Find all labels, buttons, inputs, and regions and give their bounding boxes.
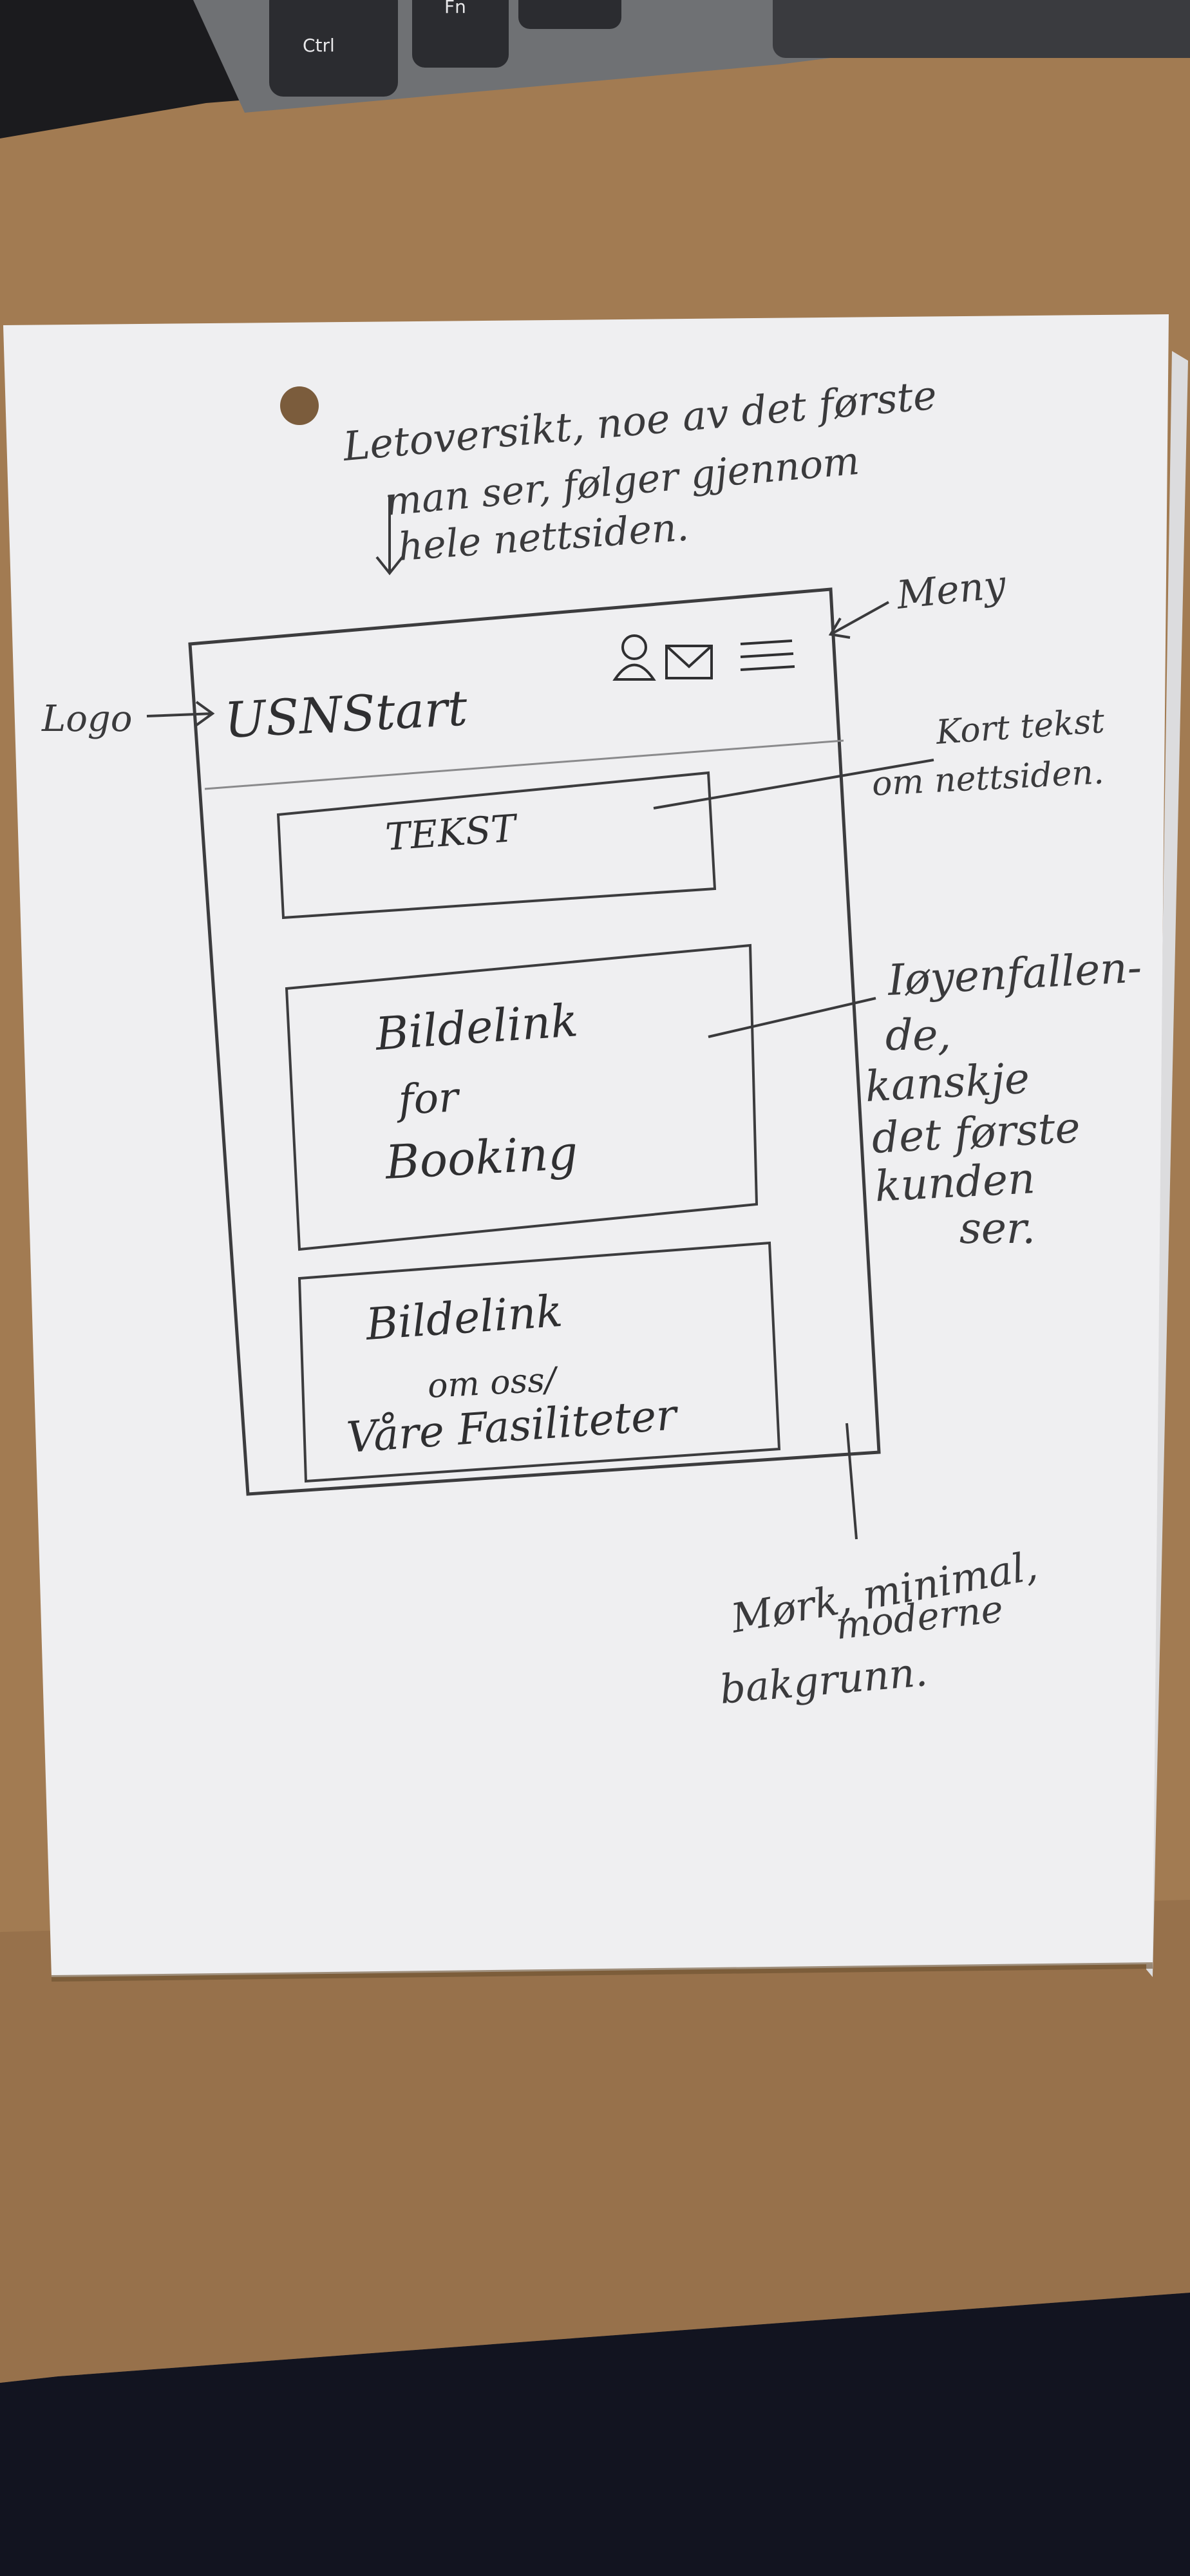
eye-catcher-line-5: kunden bbox=[874, 1153, 1037, 1211]
cardboard-shade bbox=[0, 1900, 1190, 2383]
paper-shadow bbox=[51, 1962, 1153, 1982]
booking-card bbox=[285, 943, 759, 1251]
menu-arrow bbox=[828, 601, 889, 639]
menu-annotation: Meny bbox=[828, 562, 1008, 639]
sketch-logo-text: USNStart bbox=[223, 679, 469, 749]
about-card-line-1: Bildelink bbox=[363, 1286, 564, 1350]
about-card bbox=[298, 1241, 781, 1483]
keyboard-key-ctrl-label: Ctrl bbox=[303, 35, 335, 56]
eye-catcher-line-6: ser. bbox=[959, 1204, 1035, 1253]
short-text-note-line-2: om nettsiden. bbox=[871, 753, 1105, 804]
hamburger-menu-icon bbox=[740, 639, 795, 671]
booking-card-line-1: Bildelink bbox=[372, 994, 580, 1061]
top-note-arrow bbox=[375, 496, 404, 576]
top-note: Letoversikt, noe av det første man ser, … bbox=[341, 372, 938, 576]
logo-label: Logo bbox=[41, 698, 132, 740]
logo-arrow bbox=[146, 701, 215, 726]
short-text-pointer bbox=[653, 759, 934, 810]
keyboard-keys: Ctrl Fn bbox=[269, 0, 1190, 97]
user-icon bbox=[612, 634, 656, 681]
eye-catcher-pointer bbox=[708, 997, 876, 1038]
keyboard-key-fn-label: Fn bbox=[444, 0, 466, 17]
logo-annotation: Logo bbox=[41, 698, 215, 740]
eye-catcher-line-2: de, bbox=[885, 1010, 951, 1060]
eye-catcher-line-3: kanskje bbox=[864, 1054, 1031, 1112]
keyboard-key-ctrl bbox=[269, 0, 398, 97]
menu-label: Meny bbox=[894, 562, 1008, 618]
header-divider bbox=[204, 739, 844, 790]
phone-outline bbox=[188, 587, 881, 1496]
short-text-annotation: Kort tekst om nettsiden. bbox=[653, 702, 1106, 810]
keyboard-key-wide bbox=[773, 0, 1190, 58]
booking-card-line-3: Booking bbox=[382, 1125, 579, 1189]
text-box bbox=[276, 771, 717, 920]
phone-wireframe: USNStart TEKST Bildelink for Booking Bil… bbox=[188, 587, 881, 1496]
about-card-line-2: om oss/ bbox=[427, 1360, 560, 1406]
short-text-note-line-1: Kort tekst bbox=[934, 702, 1106, 752]
background-annotation: Mørk, minimal, moderne bakgrunn. bbox=[718, 1423, 1041, 1713]
eye-catcher-line-1: Iøyenfallen- bbox=[886, 942, 1143, 1005]
eye-catcher-line-4: det første bbox=[871, 1103, 1082, 1163]
keyboard-key-fn bbox=[412, 0, 509, 68]
eye-catcher-annotation: Iøyenfallen- de, kanskje det første kund… bbox=[708, 942, 1143, 1253]
background-pointer bbox=[845, 1423, 858, 1540]
text-box-label: TEKST bbox=[384, 806, 520, 859]
booking-card-line-2: for bbox=[395, 1074, 462, 1124]
background-note-line-3: bakgrunn. bbox=[718, 1648, 929, 1713]
paper-sheet-under bbox=[1146, 351, 1188, 1977]
about-card-line-3: Våre Fasiliteter bbox=[345, 1390, 681, 1463]
punched-hole bbox=[280, 386, 319, 425]
mail-icon bbox=[665, 645, 713, 679]
keyboard-key-blank bbox=[518, 0, 621, 29]
paper-sheet bbox=[3, 314, 1169, 1977]
